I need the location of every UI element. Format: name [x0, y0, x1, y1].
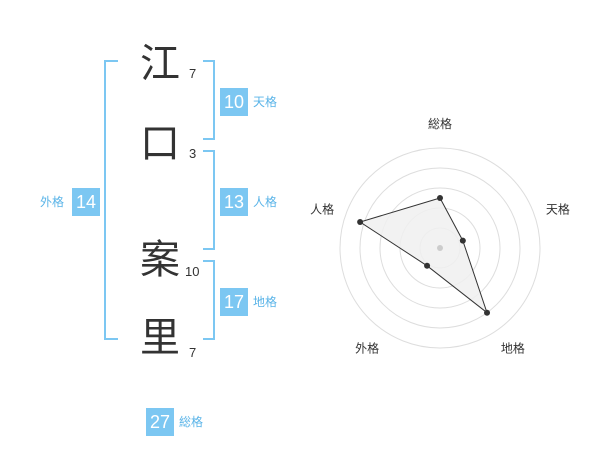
tenkaku-label: 天格 [253, 95, 278, 109]
radar-axis-label-3: 地格 [501, 340, 525, 355]
radar-axis-label-4: 外格 [355, 340, 379, 355]
tenkaku-bracket [203, 60, 215, 140]
radar-point-1 [437, 195, 443, 201]
gaikaku-badge: 14 [72, 188, 100, 216]
jinkaku-label: 人格 [253, 195, 278, 209]
radar-ring-3 [379, 187, 501, 309]
jinkaku-bracket [203, 150, 215, 250]
radar-ring-5 [339, 147, 541, 349]
chikaku-bracket [203, 260, 215, 340]
jinkaku-badge: 13 [220, 188, 248, 216]
gaikaku-label: 外格 [40, 195, 65, 209]
name-char-3: 案 [140, 237, 180, 283]
radar-axis-label-5: 人格 [310, 202, 334, 217]
soukaku-badge: 27 [146, 408, 174, 436]
name-char-1: 江 [140, 41, 180, 87]
radar-polygon [358, 197, 489, 315]
tenkaku-badge: 10 [220, 88, 248, 116]
gaikaku-bracket [104, 60, 118, 340]
radar-axis-label-1: 総格 [428, 116, 452, 131]
radar-point-4 [424, 262, 431, 269]
soukaku-label: 総格 [179, 415, 204, 429]
stroke-count-3: 10 [185, 264, 200, 279]
name-char-2: 口 [140, 121, 180, 167]
stroke-count-1: 7 [189, 66, 197, 81]
chikaku-label: 地格 [253, 295, 278, 309]
stroke-count-4: 7 [189, 345, 197, 360]
radar-axis-label-2: 天格 [546, 202, 570, 217]
radar-point-3 [484, 309, 491, 316]
chikaku-badge: 17 [220, 288, 248, 316]
radar-ring-4 [359, 167, 521, 329]
name-char-4: 里 [140, 315, 180, 361]
radar-point-2 [459, 237, 466, 244]
radar-point-5 [357, 219, 364, 226]
stroke-count-2: 3 [189, 146, 197, 161]
radar-center-dot [437, 245, 443, 251]
